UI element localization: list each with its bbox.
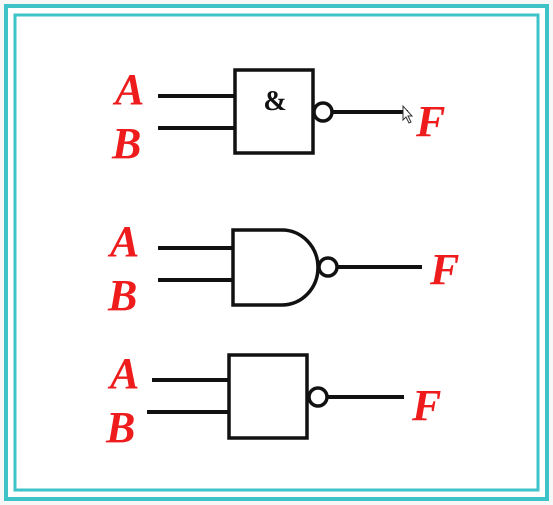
gate-3-label-b: B [105, 403, 135, 452]
gate-1-inversion-bubble [312, 101, 334, 123]
gate-3-inversion-bubble [307, 386, 329, 408]
gate-1-iec-nand: & A B F [111, 65, 445, 168]
gate-2-ansi-nand: A B F [107, 217, 459, 320]
gate-2-label-a: A [107, 217, 139, 266]
gate-3-label-f: F [411, 381, 441, 430]
gate-2-body [231, 228, 320, 307]
gate-3-box-nand: A B F [105, 349, 441, 452]
gate-3-body [227, 353, 309, 440]
gate-2-label-b: B [107, 271, 137, 320]
gate-2-inversion-bubble [317, 256, 339, 278]
gate-1-and-symbol: & [263, 86, 286, 117]
gate-2-label-f: F [429, 245, 459, 294]
gate-1-body [233, 68, 315, 155]
mouse-cursor-icon [402, 104, 414, 124]
gate-1-label-a: A [112, 65, 144, 114]
gate-1-label-b: B [111, 119, 141, 168]
gate-3-label-a: A [107, 349, 139, 398]
gate-1-label-f: F [415, 97, 445, 146]
